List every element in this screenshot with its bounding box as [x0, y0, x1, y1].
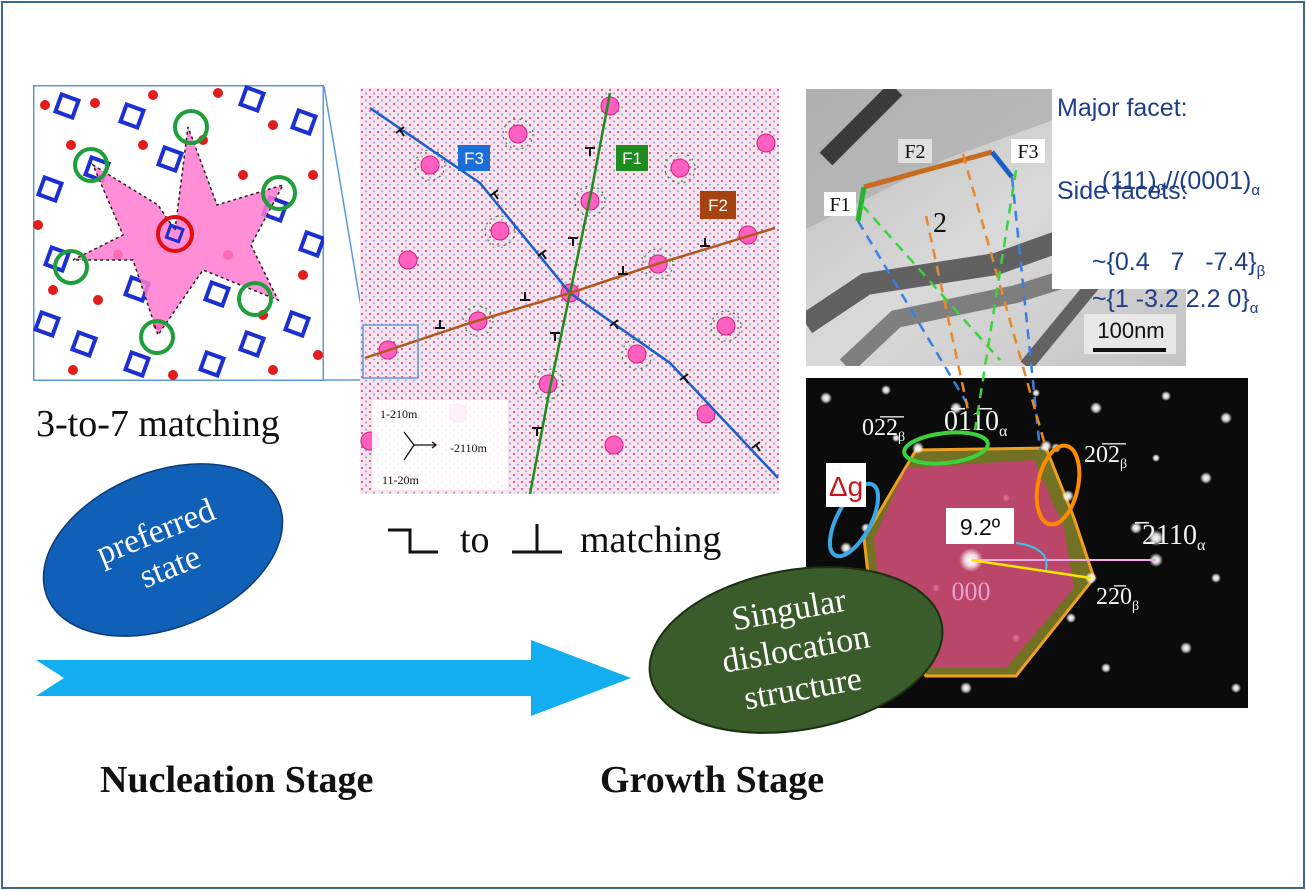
major-sub-1: β [1156, 182, 1166, 199]
side-facet-title: Side facets: [1057, 177, 1188, 205]
side-facet-plane-1: ~{0.4 7 -7.4}β [1078, 214, 1265, 288]
middle-caption-symbols [388, 524, 562, 554]
major-sub-2: α [1251, 182, 1261, 199]
delta-g-label: Δg [829, 471, 863, 502]
scale-bar-label: 100nm [1097, 318, 1164, 343]
matching-inset [33, 85, 324, 381]
spot-label-4: ̅2110α [1134, 520, 1206, 554]
middle-caption-to: to [460, 519, 490, 561]
major-facet-plane: (111)β//(0001)α [1088, 133, 1260, 207]
spot-label-5: 22̅0β [1096, 584, 1139, 614]
spot-label-1: 02̅2̅β [862, 415, 905, 445]
facet-info-panel [1052, 89, 1282, 289]
side-sub-2: α [1249, 300, 1259, 317]
preferred-state-ellipse: preferred state [36, 462, 290, 638]
side-plane-2: ~{1 -3.2 2.2 0} [1091, 285, 1250, 313]
lattice-map: F3 F1 F2 1-210m -2110m 11-20m [360, 88, 779, 494]
axis-label-1: 1-210m [380, 407, 418, 421]
left-panel-caption: 3-to-7 matching [36, 403, 280, 445]
tem-label-f2: F2 [904, 141, 925, 163]
middle-caption-matching: matching [580, 519, 722, 561]
angle-label: 9.2º [960, 514, 1001, 540]
spot-label-3: 20̅2̅β [1084, 442, 1127, 472]
axis-label-2: -2110m [450, 441, 488, 455]
singular-dislocation-ellipse: Singular dislocation structure [646, 562, 946, 738]
line-label-f2: F2 [708, 196, 728, 215]
stage-arrow [36, 640, 631, 716]
side-plane-1: ~{0.4 7 -7.4} [1091, 248, 1257, 276]
line-label-f1: F1 [622, 149, 642, 168]
grain-number: 2 [933, 208, 947, 239]
nucleation-stage-label: Nucleation Stage [100, 759, 374, 801]
major-facet-title: Major facet: [1057, 94, 1188, 122]
side-sub-1: β [1256, 263, 1266, 280]
line-label-f3: F3 [464, 149, 484, 168]
major-plane-2: //(0001) [1165, 167, 1252, 195]
axis-label-3: 11-20m [382, 473, 420, 487]
spot-label-2: 0̅11̅0α [944, 406, 1008, 440]
tem-label-f3: F3 [1017, 141, 1038, 163]
center-spot-label: 000 [952, 577, 991, 606]
growth-stage-label: Growth Stage [600, 759, 825, 801]
side-facet-plane-2: ~{1 -3.2 2.2 0}α [1078, 251, 1258, 325]
tem-label-f1: F1 [829, 194, 850, 216]
major-plane-1: (111) [1101, 167, 1157, 195]
